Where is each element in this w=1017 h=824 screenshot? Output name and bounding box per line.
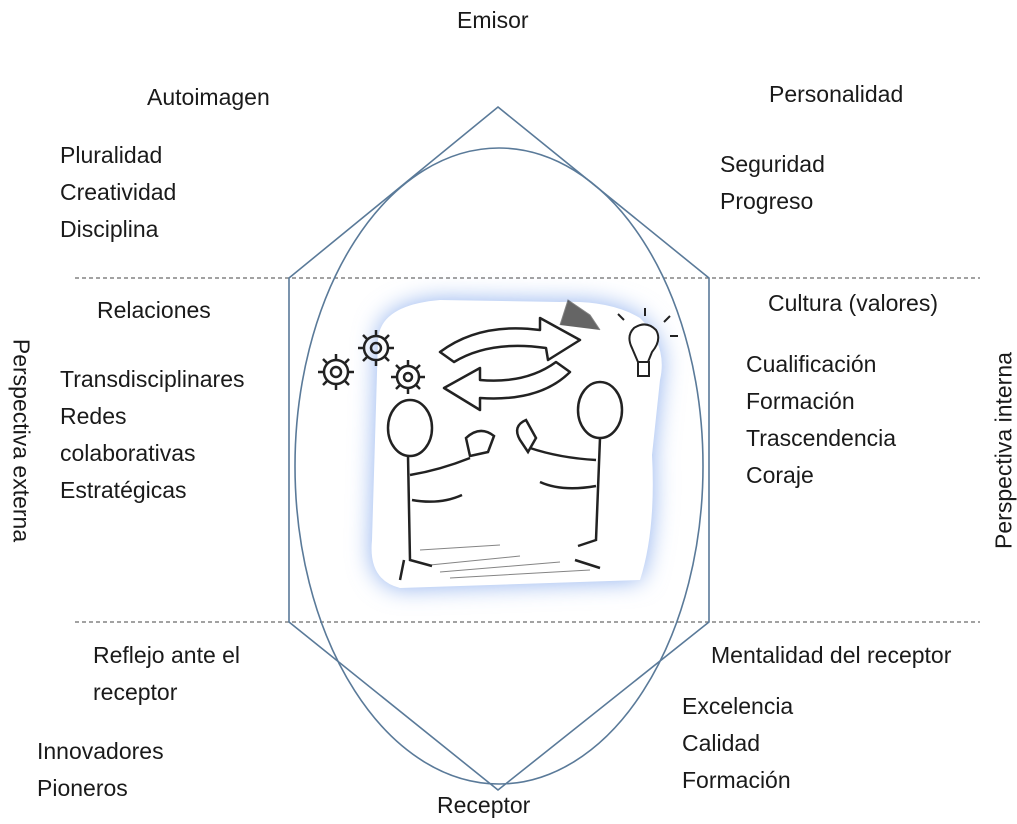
heading-line: Reflejo ante el [93,637,240,674]
autoimagen-heading: Autoimagen [147,79,270,116]
relaciones-items: Transdisciplinares Redes colaborativas E… [60,361,245,509]
list-item: colaborativas [60,435,245,472]
list-item: Redes [60,398,245,435]
list-item: Cualificación [746,346,896,383]
cultura-items: Cualificación Formación Trascendencia Co… [746,346,896,494]
list-item: Disciplina [60,211,176,248]
list-item: Pluralidad [60,137,176,174]
reflejo-items: Innovadores Pioneros [37,733,164,807]
list-item: Formación [682,762,793,799]
heading-line: receptor [93,674,240,711]
list-item: Excelencia [682,688,793,725]
list-item: Trascendencia [746,420,896,457]
list-item: Estratégicas [60,472,245,509]
personalidad-heading: Personalidad [769,76,903,113]
mentalidad-items: Excelencia Calidad Formación [682,688,793,799]
list-item: Progreso [720,183,825,220]
relaciones-heading: Relaciones [97,292,211,329]
list-item: Seguridad [720,146,825,183]
list-item: Creatividad [60,174,176,211]
list-item: Pioneros [37,770,164,807]
autoimagen-items: Pluralidad Creatividad Disciplina [60,137,176,248]
gear-icon [318,354,354,390]
reflejo-heading: Reflejo ante el receptor [93,637,240,711]
list-item: Calidad [682,725,793,762]
gear-icon [358,330,394,366]
cultura-heading: Cultura (valores) [768,285,938,322]
personalidad-items: Seguridad Progreso [720,146,825,220]
mentalidad-heading: Mentalidad del receptor [711,637,951,674]
perspectiva-externa-label: Perspectiva externa [8,336,35,546]
perspectiva-interna-label: Perspectiva interna [991,346,1017,556]
receptor-label: Receptor [437,787,530,824]
teamwork-illustration [318,300,678,588]
list-item: Transdisciplinares [60,361,245,398]
list-item: Innovadores [37,733,164,770]
emisor-label: Emisor [457,2,529,39]
list-item: Formación [746,383,896,420]
list-item: Coraje [746,457,896,494]
